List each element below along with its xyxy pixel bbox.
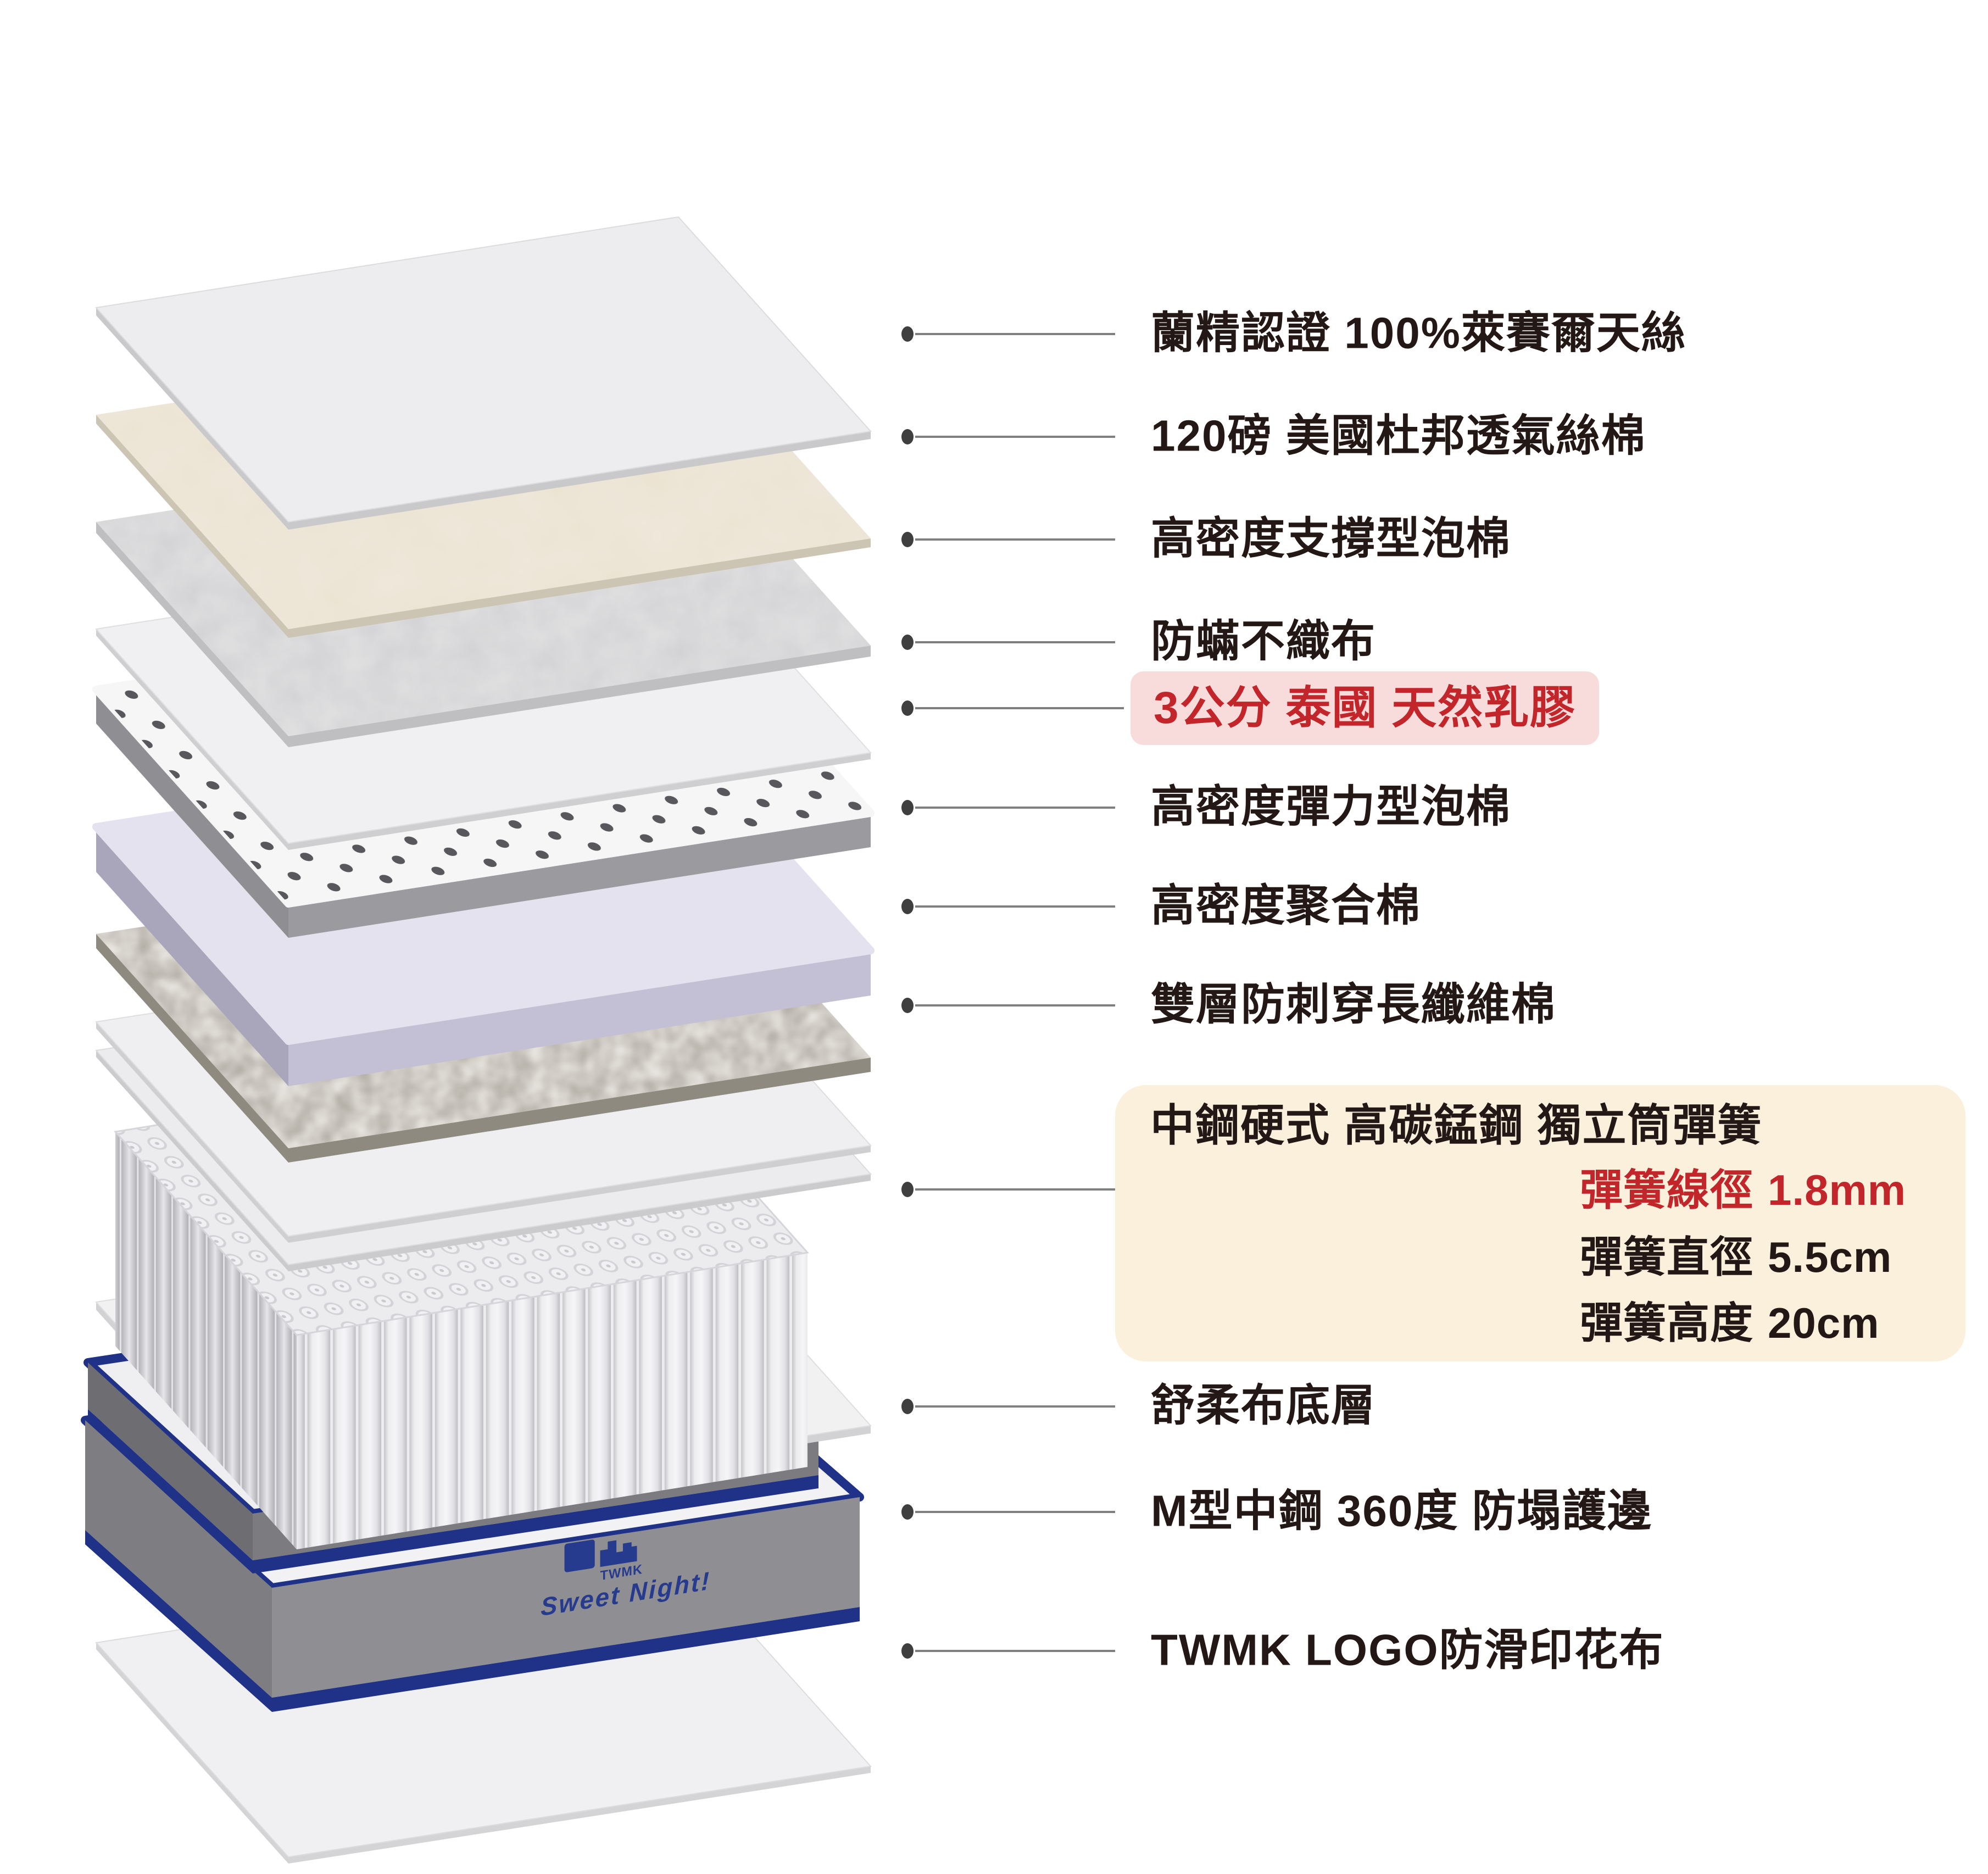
logo-mark-battlement [600, 1540, 637, 1567]
label-antimite: 防蟎不織布 [1151, 616, 1376, 666]
label-poly-cotton: 高密度聚合棉 [1151, 881, 1421, 930]
spec-coil-height-value: 20cm [1768, 1299, 1880, 1347]
leader-lines [901, 326, 1124, 1659]
label-edge-guard: M型中鋼 360度 防塌護邊 [1151, 1486, 1652, 1536]
leader-antimite [901, 635, 1115, 650]
spring-title: 中鋼硬式 高碳錳鋼 獨立筒彈簧 [1150, 1101, 1763, 1150]
spring-spec-box: 中鋼硬式 高碳錳鋼 獨立筒彈簧 彈簧線徑 1.8mm 彈簧直徑 5.5cm 彈簧高度… [1115, 1085, 1965, 1361]
spec-coil-diameter-value: 5.5cm [1768, 1233, 1892, 1281]
logo-mark-square [564, 1539, 595, 1572]
leader-logo-print [901, 1643, 1115, 1659]
label-support-foam: 高密度支撐型泡棉 [1151, 514, 1511, 563]
label-latex-highlight: 3公分 泰國 天然乳膠 [1131, 671, 1600, 745]
leader-fiber-sheet [901, 998, 1115, 1013]
spec-coil-height-name: 彈簧高度 [1580, 1299, 1754, 1347]
label-logo-print: TWMK LOGO防滑印花布 [1151, 1625, 1664, 1675]
leader-poly-cotton [901, 899, 1115, 914]
leader-elastic-foam [901, 800, 1115, 815]
leader-edge-guard [901, 1504, 1115, 1520]
label-fiber-sheet: 雙層防刺穿長纖維棉 [1151, 980, 1556, 1029]
leader-soft-bottom [901, 1399, 1115, 1414]
leader-support-foam [901, 532, 1115, 547]
label-silk-cotton: 120磅 美國杜邦透氣絲棉 [1151, 411, 1646, 460]
label-tencel: 蘭精認證 100%萊賽爾天絲 [1151, 308, 1686, 358]
spec-wire-diameter: 彈簧線徑 1.8mm [1580, 1156, 1906, 1217]
leader-latex [901, 700, 1124, 716]
spec-coil-height: 彈簧高度 20cm [1580, 1289, 1880, 1350]
spec-wire-diameter-value: 1.8mm [1768, 1166, 1907, 1214]
leader-tencel [901, 326, 1115, 342]
layer-tencel-sheet [95, 216, 872, 530]
leader-springs [901, 1182, 1115, 1197]
spec-coil-diameter: 彈簧直徑 5.5cm [1580, 1223, 1892, 1284]
label-elastic-foam: 高密度彈力型泡棉 [1151, 782, 1511, 831]
spec-wire-diameter-name: 彈簧線徑 [1580, 1166, 1754, 1214]
label-soft-bottom: 舒柔布底層 [1151, 1381, 1376, 1430]
leader-silk-cotton [901, 429, 1115, 444]
spec-coil-diameter-name: 彈簧直徑 [1580, 1233, 1754, 1281]
